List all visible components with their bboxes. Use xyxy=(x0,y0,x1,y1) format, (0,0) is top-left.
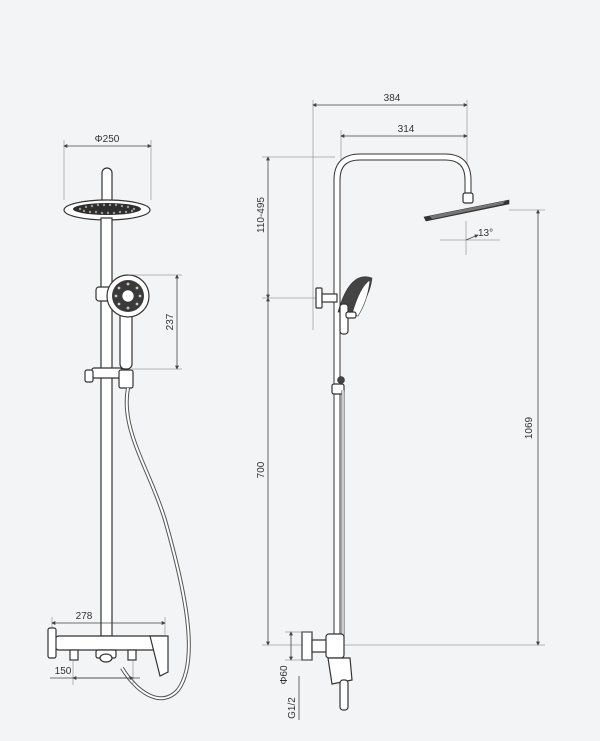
total-reach-label: 384 xyxy=(384,93,401,104)
handshower-height-label: 237 xyxy=(165,313,176,330)
mixer-to-holder-label: 700 xyxy=(256,461,267,478)
thermostatic-mixer-side xyxy=(301,631,353,711)
overhead-shower-head xyxy=(63,199,151,221)
height-adjust-label: 110-495 xyxy=(256,197,267,233)
side-view: 384 314 13° 110-495 xyxy=(256,93,545,720)
riser-pipe xyxy=(100,217,113,637)
escutcheon-diameter-label: Φ60 xyxy=(279,665,290,685)
overhead-shower-head-side xyxy=(423,199,510,222)
thermostatic-mixer-front xyxy=(47,627,169,677)
thread-size-label: G1/2 xyxy=(287,697,298,719)
shower-arm xyxy=(333,153,472,640)
head-height-label: 1069 xyxy=(524,416,535,439)
hand-shower xyxy=(106,274,150,370)
hand-shower-side xyxy=(337,276,373,335)
inlet-spacing-label: 150 xyxy=(55,666,72,677)
arm-reach-label: 314 xyxy=(398,124,415,135)
front-view: Φ250 xyxy=(47,134,191,701)
head-diameter-label: Φ250 xyxy=(95,134,120,145)
head-angle-label: 13° xyxy=(478,228,493,239)
mixer-width-label: 278 xyxy=(76,611,93,622)
